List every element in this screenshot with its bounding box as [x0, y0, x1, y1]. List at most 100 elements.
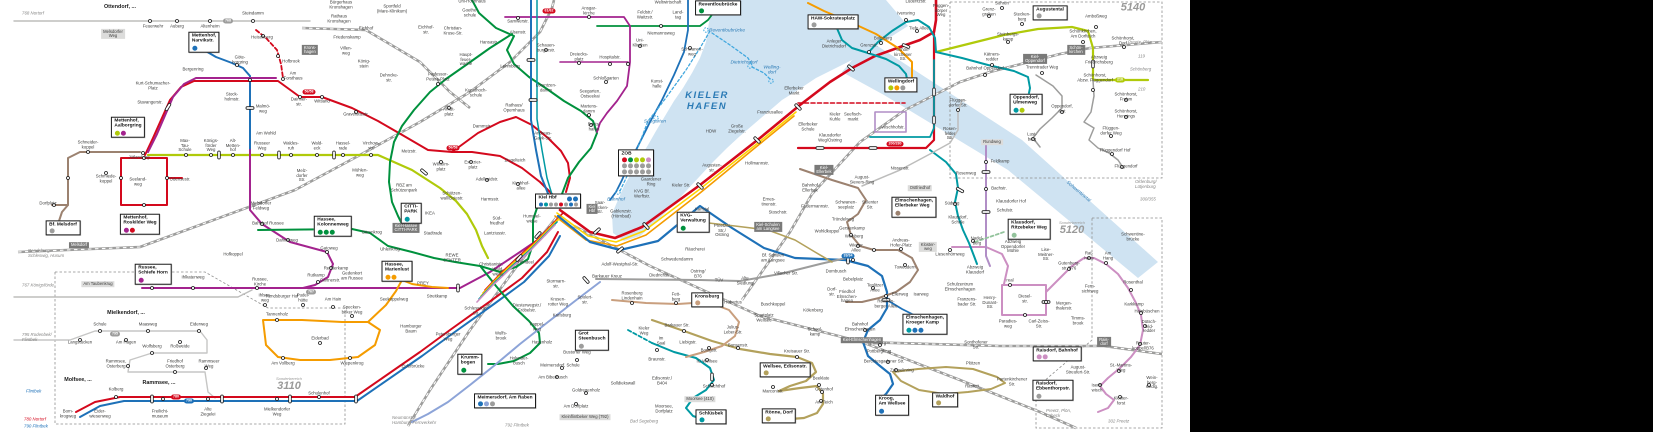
- station-label: Land-tag: [672, 9, 684, 19]
- hub-station-box: Schlüsbek: [695, 409, 727, 425]
- transit-line-bus-dietrichsdorf-teal: [835, 25, 909, 85]
- station-label: Diedrichstr.: [649, 272, 671, 278]
- line-badge: [123, 227, 129, 233]
- hub-station-box: Augustental: [1032, 5, 1068, 21]
- station-dot: [315, 153, 319, 157]
- transfer-tick: [847, 64, 855, 72]
- station-label: Eichhof: [358, 25, 374, 31]
- station-label: Nissenstr.: [890, 165, 910, 171]
- transit-line-bus-reventlou-green: [596, 11, 715, 27]
- station-label: HDW: [705, 128, 717, 134]
- hub-station-box: Mettenhof,Roskilder Weg: [119, 213, 161, 235]
- station-label: Schwanen-weg: [681, 46, 703, 56]
- station-dot: [1008, 283, 1012, 287]
- station-label: Flüggen-dorfer Str.: [948, 97, 968, 107]
- line-badge: [878, 408, 884, 414]
- station-label: Exerzier-platz: [464, 159, 482, 169]
- station-label: Lorentzen-damm: [535, 82, 557, 92]
- transit-line-bus-raisdorf-approach: [951, 246, 1009, 285]
- hub-station-box: Wellingdorf: [884, 77, 918, 93]
- transfer-tick: [217, 150, 221, 160]
- hub-station-box: CITTI-PARK: [400, 202, 422, 224]
- station-dot: [638, 44, 642, 48]
- station-label: Weltwirtschaft: [654, 0, 682, 5]
- line-badge: [317, 229, 323, 235]
- hub-station-box: Waldhof: [932, 392, 958, 408]
- transfer-tick: [593, 227, 601, 235]
- station-dot: [329, 266, 333, 270]
- station-dot: [126, 364, 130, 368]
- hub-station-box: Mettenhof,Narvikstr.: [188, 31, 220, 53]
- station-label: Spolert-str.: [577, 294, 593, 304]
- station-label: Flüggendorf Hof: [1099, 147, 1131, 153]
- transit-line-bus-wischhof-lavender: [874, 111, 907, 133]
- station-dot: [281, 77, 285, 81]
- transit-line-bus-780: [75, 231, 559, 413]
- area-tag: Melsdorf: [68, 241, 90, 248]
- station-label: Wulfs-brook: [494, 330, 508, 340]
- station-dot: [903, 263, 907, 267]
- station-label: Hasenholz: [531, 339, 553, 345]
- station-label: Marconistr.: [762, 388, 784, 394]
- station-label: Meimersdorf, Schule: [540, 362, 580, 368]
- station-label: Bärenkrog: [362, 229, 382, 235]
- station-dot: [682, 329, 686, 333]
- station-dot: [604, 80, 608, 84]
- station-label: Schule: [93, 321, 107, 327]
- station-dot: [953, 202, 957, 206]
- station-label: Grenzstr.: [860, 42, 878, 48]
- station-label: Ihlkatenweg: [181, 274, 205, 280]
- hub-station-box: Hassee,Kolonnenweg: [313, 215, 353, 237]
- station-dot: [204, 366, 208, 370]
- station-label: Tröndelweg: [831, 216, 855, 222]
- station-label: Uhlenkrog: [380, 246, 400, 252]
- station-label: Bunsenstr.: [727, 342, 749, 348]
- rail-east-stripe: [573, 225, 1077, 429]
- station-label: Liesenhörnweg: [935, 251, 965, 257]
- station-dot: [626, 62, 630, 66]
- line-badge: [1042, 354, 1048, 360]
- station-label: Seekoppelweg: [379, 296, 409, 302]
- transfer-tick: [981, 210, 991, 214]
- station-label: Kreisauer Str.: [783, 348, 811, 354]
- station-dot: [971, 239, 975, 243]
- station-dot: [354, 110, 358, 114]
- station-label: Am Hain: [324, 296, 342, 302]
- station-label: Pottbergkrug: [866, 348, 892, 354]
- hbf-title: Kiel Hbf: [538, 195, 557, 201]
- hub-station-box: Elmschenhagen,Ellerbeker Weg: [891, 196, 937, 218]
- line-number-pill: 795: [110, 331, 120, 337]
- station-dot: [1098, 383, 1102, 387]
- station-label: Dammstr.: [472, 123, 492, 129]
- network-exit-label: 780 Nortorf: [24, 416, 46, 422]
- station-label: Kurt-Schumacher-Platz: [135, 80, 171, 90]
- station-label: Hofkoppel: [223, 251, 243, 257]
- transit-line-bus-south-pink: [476, 224, 556, 303]
- line-badge: [935, 400, 941, 406]
- station-label: Schönhorst,Hennings: [1114, 108, 1138, 118]
- station-label: Holunder-busch: [509, 355, 529, 365]
- station-dot: [1040, 71, 1044, 75]
- station-label: Seefisch-markt: [844, 111, 862, 121]
- station-label: Kölenberg: [803, 307, 823, 313]
- station-label: Reuter-koppel/B76: [1132, 340, 1154, 350]
- transit-line-bus-wellsee-teal-dash: [627, 329, 653, 344]
- station-dot: [275, 318, 279, 322]
- station-dot: [1120, 165, 1124, 169]
- station-dot: [248, 78, 252, 82]
- station-dot: [884, 294, 888, 298]
- line-badge: [49, 228, 55, 234]
- line-badge: [1036, 354, 1042, 360]
- tariff-zone-label: 5140: [1120, 1, 1146, 14]
- transfer-tick: [277, 150, 281, 160]
- station-label: Mergen-thalerstr.: [1055, 300, 1073, 310]
- station-label: Nadel-berg: [970, 235, 984, 245]
